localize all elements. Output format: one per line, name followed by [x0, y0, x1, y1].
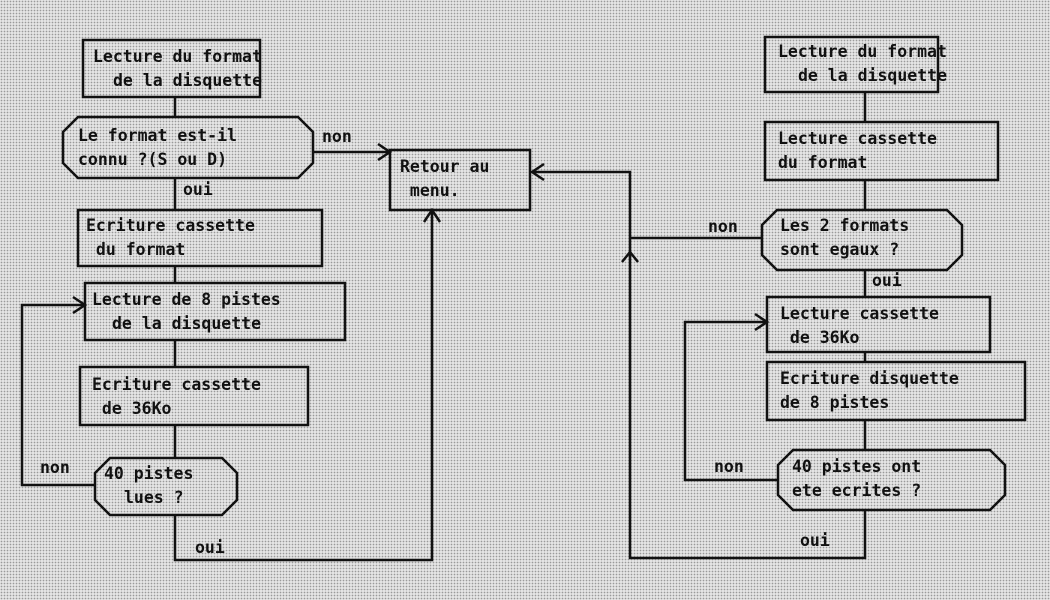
decision-tracks-written: [776, 448, 1007, 512]
label-left-oui-1: oui: [183, 180, 213, 199]
box-left-read-format: [81, 38, 262, 99]
label-right-oui-2: oui: [800, 531, 830, 550]
connector-right: [532, 92, 867, 560]
arrowhead-left: [72, 142, 442, 315]
box-right-write-tracks: [765, 360, 1027, 422]
label-right-oui-1: oui: [872, 271, 902, 290]
decision-tracks-read: [93, 456, 239, 517]
connector-left: [20, 97, 434, 562]
label-left-non-2: non: [40, 458, 70, 477]
label-left-oui-2: oui: [195, 538, 225, 557]
arrowhead-right: [529, 162, 770, 332]
box-left-write-format: [76, 208, 324, 268]
label-right-non-2: non: [714, 457, 744, 476]
text-left-write-format: Ecriture cassette du format: [86, 216, 255, 259]
decision-formats-equal: [760, 208, 964, 272]
text-left-write-36k: Ecriture cassette de 36Ko: [92, 375, 261, 418]
box-right-read-format: [763, 35, 940, 94]
box-return-menu: [388, 148, 532, 212]
box-left-read-tracks: [83, 281, 347, 342]
box-left-write-36k: [78, 365, 310, 427]
decision-format-known: [61, 115, 315, 180]
box-right-read-cassette-format: [763, 120, 1000, 182]
text-right-read-36k: Lecture cassette de 36Ko: [780, 304, 939, 347]
label-right-non-1: non: [708, 217, 738, 236]
label-left-non-1: non: [322, 127, 352, 146]
box-right-read-36k: [765, 295, 992, 354]
text-return-menu: Retour au menu.: [400, 157, 490, 200]
